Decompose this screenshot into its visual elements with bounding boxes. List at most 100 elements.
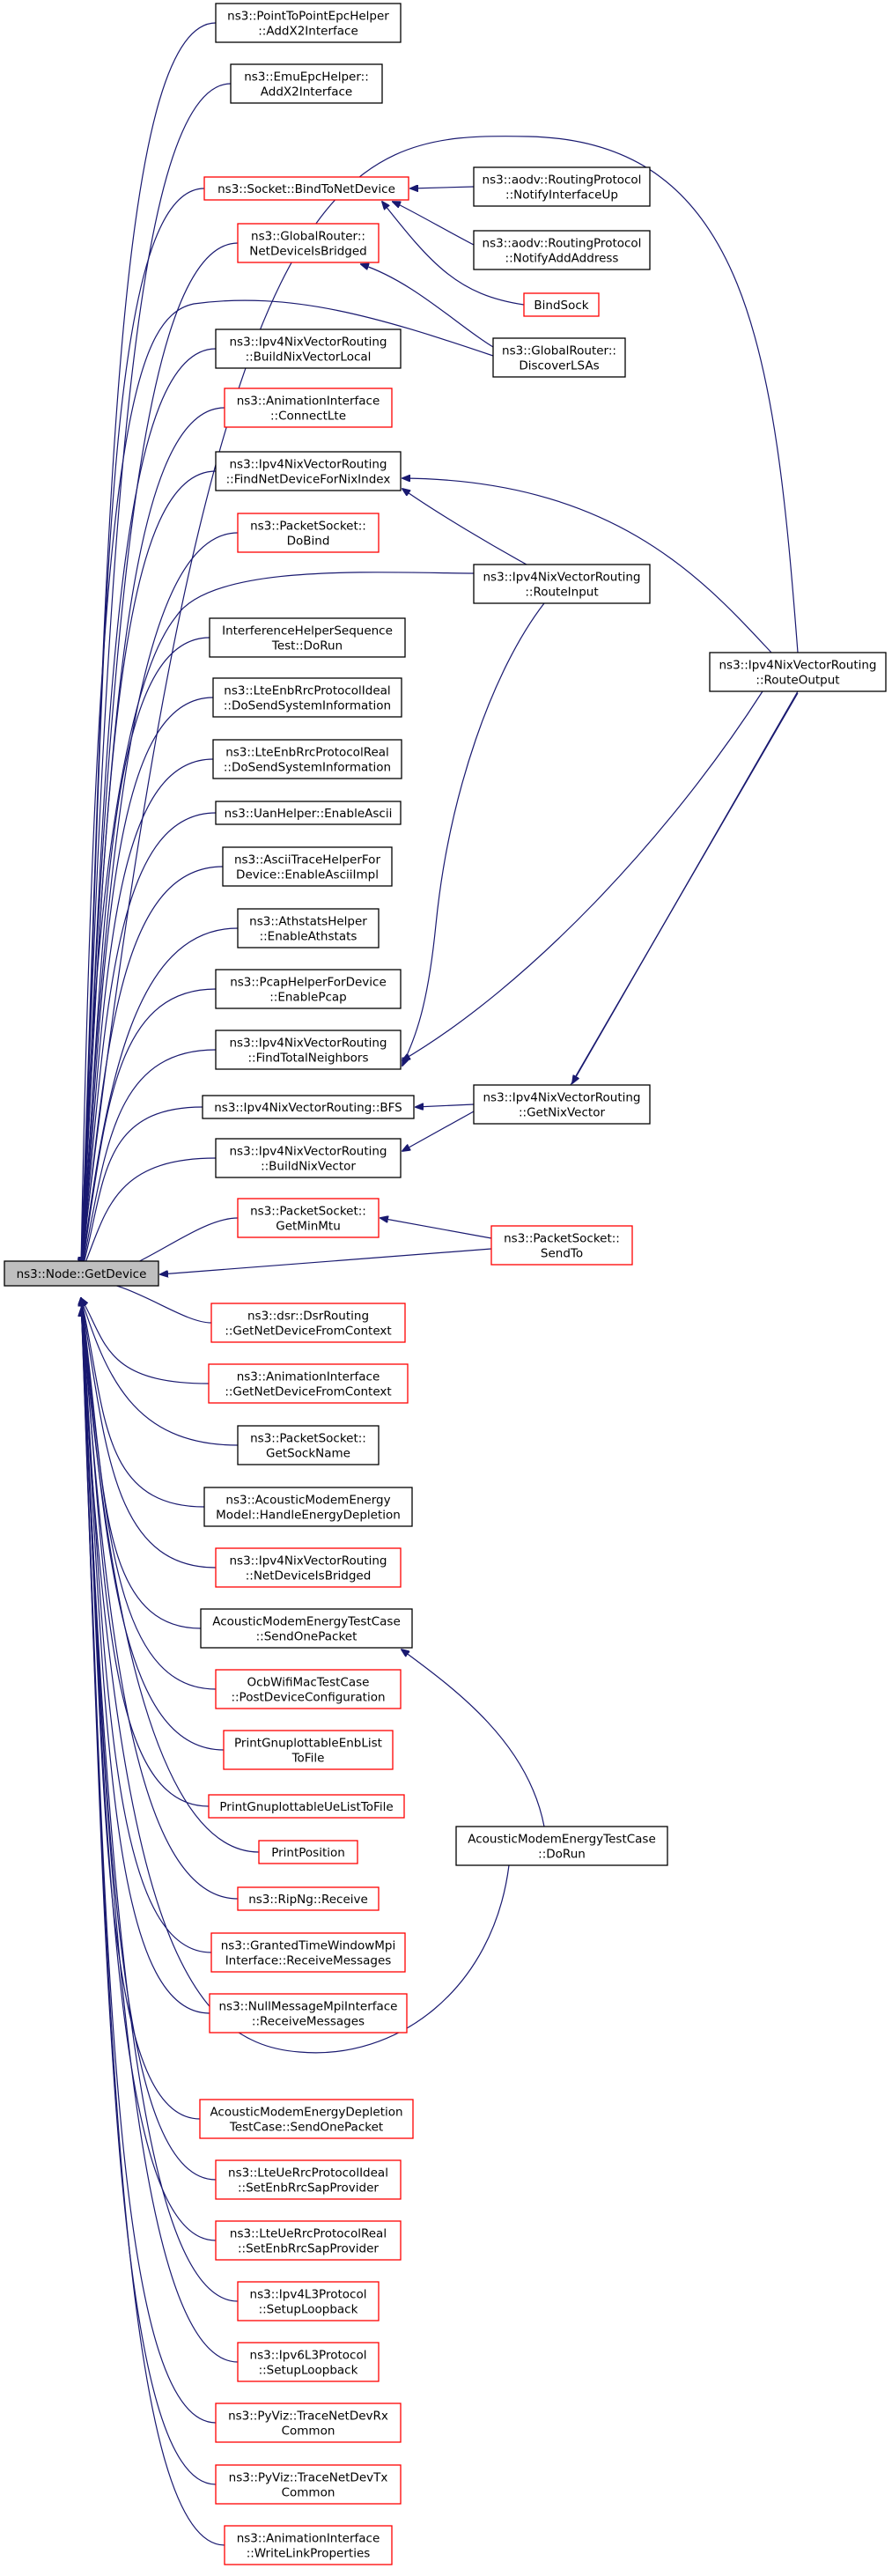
node-nullmsg[interactable]: ns3::NullMessageMpiInterface::ReceiveMes… [209, 1993, 408, 2033]
node-lteue-real[interactable]: ns3::LteUeRrcProtocolReal::SetEnbRrcSapP… [215, 2220, 402, 2261]
node-lte-ideal-sys[interactable]: ns3::LteEnbRrcProtocolIdeal::DoSendSyste… [212, 677, 402, 718]
edge-n_anim_write-to-root [81, 1298, 225, 2546]
node-label-line: PrintPosition [271, 1846, 345, 1860]
node-label-line: Test::DoRun [271, 639, 343, 653]
node-dsr[interactable]: ns3::dsr::DsrRouting::GetNetDeviceFromCo… [210, 1303, 406, 1343]
edge-n_nix_ftn-to-root [81, 1049, 217, 1273]
node-uan[interactable]: ns3::UanHelper::EnableAscii [215, 801, 402, 825]
node-pkt-sendto[interactable]: ns3::PacketSocket::SendTo [490, 1225, 633, 1266]
node-pkt-dobind[interactable]: ns3::PacketSocket::DoBind [237, 513, 380, 553]
edge-n_pyviz_rx-to-root [81, 1298, 217, 2424]
node-amedt-send[interactable]: AcousticModemEnergyDepletionTestCase::Se… [199, 2099, 414, 2139]
node-label-line: ns3::aodv::RoutingProtocol [483, 173, 642, 188]
node-box [237, 2281, 380, 2321]
node-aodv-up[interactable]: ns3::aodv::RoutingProtocol::NotifyInterf… [473, 166, 651, 207]
edge-routeinput-to-root [81, 572, 475, 1265]
node-label-line: ns3::PyViz::TraceNetDevRx [228, 2410, 388, 2424]
node-ptp[interactable]: ns3::PointToPointEpcHelper::AddX2Interfa… [215, 3, 402, 43]
node-aodv-add[interactable]: ns3::aodv::RoutingProtocol::NotifyAddAdd… [473, 230, 651, 270]
edge-layer [81, 22, 799, 2546]
node-label-line: ns3::Node::GetDevice [17, 1267, 147, 1281]
node-print-ue[interactable]: PrintGnuplottableUeListToFile [208, 1794, 405, 1819]
node-gr-discover[interactable]: ns3::GlobalRouter::DiscoverLSAs [492, 337, 626, 378]
node-nix-bridged[interactable]: ns3::Ipv4NixVectorRouting::NetDeviceIsBr… [215, 1547, 402, 1588]
node-nix-getnix[interactable]: ns3::Ipv4NixVectorRouting::GetNixVector [473, 1084, 651, 1125]
node-athstats[interactable]: ns3::AthstatsHelper::EnableAthstats [237, 908, 380, 948]
edge-n_amedt_send-to-root [81, 1298, 201, 2120]
node-box [237, 513, 380, 553]
node-amet-dorun[interactable]: AcousticModemEnergyTestCase::DoRun [455, 1826, 668, 1866]
node-granted[interactable]: ns3::GrantedTimeWindowMpiInterface::Rece… [210, 1932, 406, 1973]
edge-n_emu-to-root [81, 83, 232, 1273]
node-label-line: ::DoSendSystemInformation [224, 761, 391, 775]
node-label-line: ::GetNetDeviceFromContext [225, 1325, 391, 1339]
node-box [473, 166, 651, 207]
node-label-line: ::SetupLoopback [259, 2364, 358, 2378]
node-bind[interactable]: ns3::Socket::BindToNetDevice [203, 176, 409, 201]
node-box [215, 451, 402, 491]
node-pcap[interactable]: ns3::PcapHelperForDevice::EnablePcap [215, 969, 402, 1009]
node-anim-getnd[interactable]: ns3::AnimationInterface::GetNetDeviceFro… [208, 1363, 409, 1404]
node-root[interactable]: ns3::Node::GetDevice [4, 1260, 159, 1287]
node-label-line: ::WriteLinkProperties [247, 2547, 371, 2561]
node-label-line: GetMinMtu [276, 1220, 341, 1234]
node-box [215, 328, 402, 369]
node-nix-find[interactable]: ns3::Ipv4NixVectorRouting::FindNetDevice… [215, 451, 402, 491]
node-label-line: Model::HandleEnergyDepletion [216, 1509, 401, 1523]
node-box [473, 230, 651, 270]
node-acoustic-handle[interactable]: ns3::AcousticModemEnergyModel::HandleEne… [203, 1487, 413, 1527]
node-amet-send[interactable]: AcousticModemEnergyTestCase::SendOnePack… [200, 1608, 413, 1649]
node-ripng[interactable]: ns3::RipNg::Receive [237, 1886, 380, 1911]
node-box [215, 1669, 402, 1709]
node-lteue-ideal[interactable]: ns3::LteUeRrcProtocolIdeal::SetEnbRrcSap… [215, 2159, 402, 2200]
edge-n_lte_real_sys-to-root [81, 758, 214, 1273]
node-bindsock[interactable]: BindSock [523, 292, 600, 317]
edge-n_ptp-to-root [81, 22, 217, 1273]
node-printpos[interactable]: PrintPosition [258, 1840, 358, 1864]
edge-n_printpos-to-root [81, 1298, 260, 1853]
node-anim-write[interactable]: ns3::AnimationInterface::WriteLinkProper… [224, 2525, 393, 2565]
edge-n_nix_bnvl-to-root [81, 348, 217, 1273]
node-nix-bnv[interactable]: ns3::Ipv4NixVectorRouting::BuildNixVecto… [215, 1138, 402, 1178]
node-ocb[interactable]: OcbWifiMacTestCase::PostDeviceConfigurat… [215, 1669, 402, 1709]
node-nix-bfs[interactable]: ns3::Ipv4NixVectorRouting::BFS [202, 1095, 415, 1119]
node-label-line: ::NotifyInterfaceUp [505, 188, 618, 203]
edge-n_nix_bfs-to-root [81, 1106, 203, 1273]
node-label-line: ns3::LteEnbRrcProtocolIdeal [224, 684, 390, 698]
node-lte-real-sys[interactable]: ns3::LteEnbRrcProtocolReal::DoSendSystem… [212, 739, 402, 779]
node-label-line: ::BuildNixVectorLocal [246, 351, 372, 365]
node-pkt-getminmtu[interactable]: ns3::PacketSocket::GetMinMtu [237, 1198, 380, 1238]
edge-routeoutput-to-getnix [572, 690, 799, 1083]
node-ascii[interactable]: ns3::AsciiTraceHelperForDevice::EnableAs… [222, 846, 393, 887]
node-label-line: ns3::RipNg::Receive [248, 1893, 368, 1907]
node-nix-routeoutput[interactable]: ns3::Ipv4NixVectorRouting::RouteOutput [709, 652, 887, 692]
edge-n_print_enb-to-root [81, 1298, 225, 1751]
node-anim-lte[interactable]: ns3::AnimationInterface::ConnectLte [224, 388, 393, 428]
node-gr-bridged[interactable]: ns3::GlobalRouter::NetDeviceIsBridged [237, 223, 380, 263]
node-ipv4l3[interactable]: ns3::Ipv4L3Protocol::SetupLoopback [237, 2281, 380, 2321]
node-emu[interactable]: ns3::EmuEpcHelper::AddX2Interface [230, 63, 383, 104]
node-box [215, 2220, 402, 2261]
node-label-line: ::FindNetDeviceForNixIndex [226, 473, 391, 487]
node-box [490, 1225, 633, 1266]
node-box [237, 1198, 380, 1238]
node-ipv6l3[interactable]: ns3::Ipv6L3Protocol::SetupLoopback [237, 2342, 380, 2382]
node-box [222, 846, 393, 887]
node-label-line: ::ReceiveMessages [252, 2015, 365, 2029]
edge-n_nix_bnv-to-root [81, 1157, 217, 1273]
edge-n_acoustic_handle-to-root [81, 1298, 205, 1508]
node-label-line: BindSock [534, 299, 588, 313]
node-label-line: ns3::EmuEpcHelper:: [244, 70, 369, 85]
node-pkt-sockname[interactable]: ns3::PacketSocket::GetSockName [237, 1425, 380, 1465]
edge-n_interf-to-root [81, 637, 210, 1273]
node-label-line: ns3::Ipv4NixVectorRouting [483, 571, 640, 585]
node-nix-ftn[interactable]: ns3::Ipv4NixVectorRouting::FindTotalNeig… [215, 1030, 402, 1070]
node-box [215, 2403, 402, 2443]
node-box [455, 1826, 668, 1866]
node-nix-bnvl[interactable]: ns3::Ipv4NixVectorRouting::BuildNixVecto… [215, 328, 402, 369]
node-nix-routeinput[interactable]: ns3::Ipv4NixVectorRouting::RouteInput [473, 564, 651, 604]
